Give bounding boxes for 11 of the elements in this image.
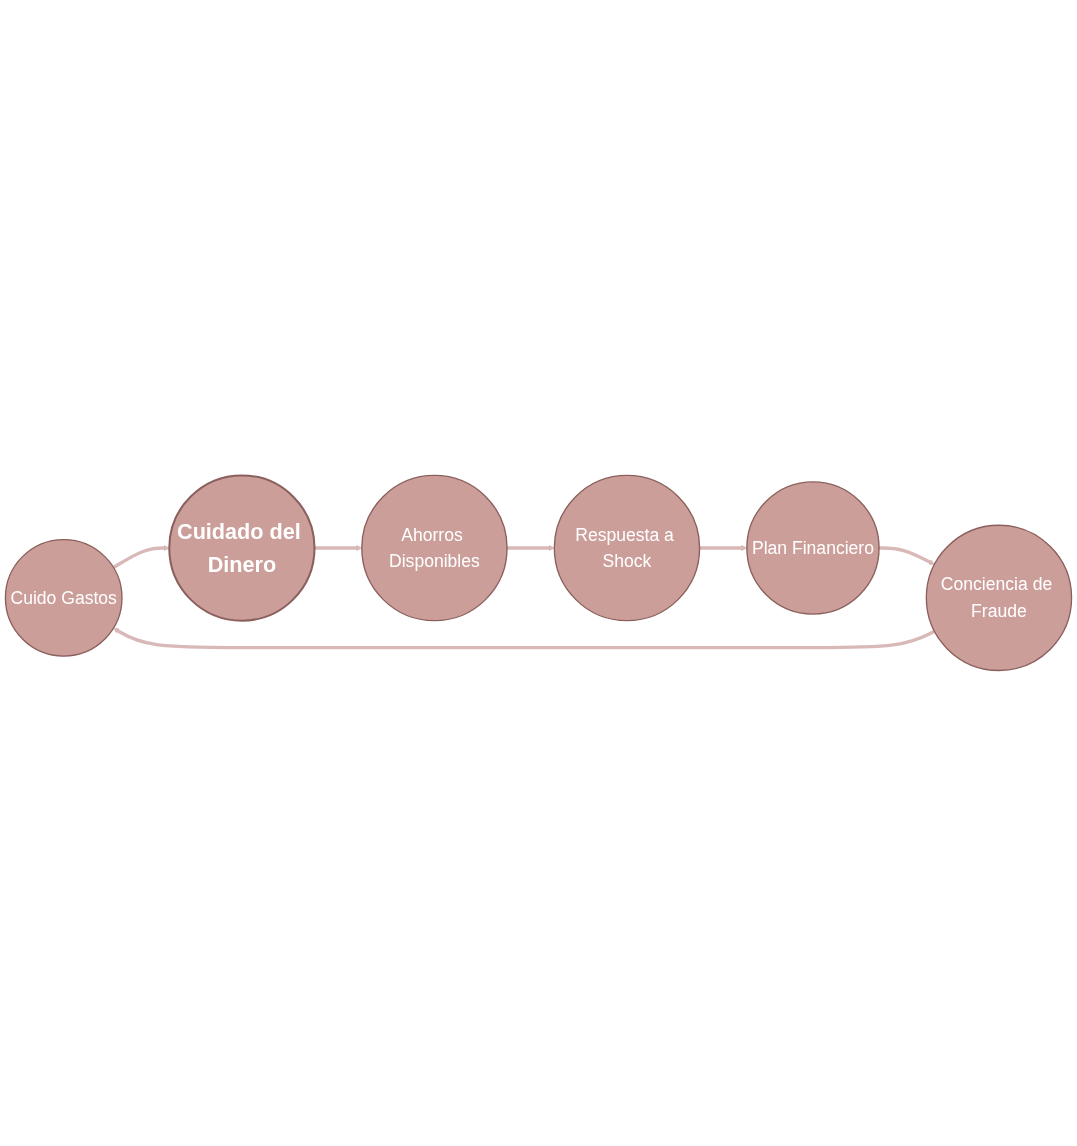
node-circle: Cuidado del Dinero: [168, 474, 316, 622]
arrow: [879, 546, 935, 565]
arrow: [113, 627, 936, 650]
node-circle: Ahorros Disponibles: [361, 474, 508, 622]
node-circle: Conciencia de Fraude: [925, 524, 1073, 672]
arrow: [699, 545, 748, 552]
node-circle: Respuesta a Shock: [553, 474, 701, 622]
node-circle: Plan Financiero: [746, 481, 880, 615]
node-circle: Cuido Gastos: [4, 538, 123, 657]
arrow: [112, 545, 170, 570]
arrow: [507, 545, 555, 552]
